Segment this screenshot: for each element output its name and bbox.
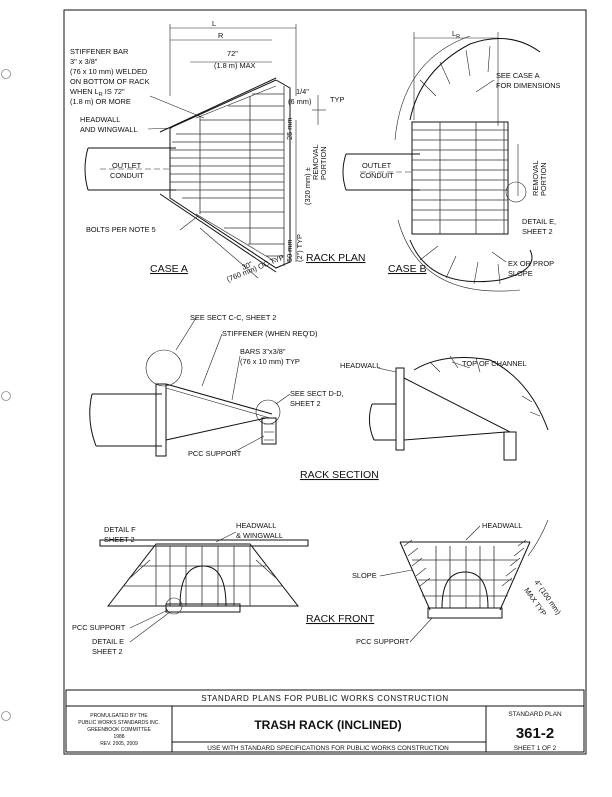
dim-25mm: 25 mm [285, 117, 294, 140]
title-block: STANDARD PLANS FOR PUBLIC WORKS CONSTRUC… [65, 689, 585, 753]
top-of-channel: TOP OF CHANNEL [462, 359, 527, 368]
detail-f-2: SHEET 2 [104, 535, 135, 544]
pcc-support-front-left: PCC SUPPORT [72, 623, 126, 632]
rack-front-title: RACK FRONT [306, 613, 375, 625]
detail-e-b-1: DETAIL E, [522, 217, 556, 226]
stiffener-label-6: (1.8 m) OR MORE [70, 97, 131, 106]
removal-label-b-1: REMOVAL [531, 160, 540, 196]
standard-plan-number: 361-2 [516, 725, 554, 742]
ex-slope-1: EX OR PROP [508, 259, 554, 268]
bars-label-2: (76 x 10 mm) TYP [240, 357, 300, 366]
dim-2in-typ: (2") TYP [295, 234, 304, 262]
dim-l: L [212, 19, 216, 28]
rack-front-view: DETAIL F SHEET 2 HEADWALL & WINGWALL PCC… [72, 519, 563, 656]
rack-section-title: RACK SECTION [300, 469, 379, 481]
dim-30in: 30" [240, 259, 254, 272]
outlet-label-b-1: OUTLET [362, 161, 392, 170]
outlet-label-a-2: CONDUIT [110, 171, 144, 180]
bolts-label: BOLTS PER NOTE 5 [86, 225, 156, 234]
headwall-section: HEADWALL [340, 361, 380, 370]
headwall-front-right: HEADWALL [482, 521, 522, 530]
slope-label: SLOPE [352, 571, 377, 580]
headwall-label-2: AND WINGWALL [80, 125, 138, 134]
stiffener-req-label: STIFFENER (WHEN REQ'D) [222, 329, 317, 338]
binder-hole-bottom [1, 711, 11, 721]
dim-320: (320 mm) ± [303, 167, 312, 205]
sheet-number: SHEET 1 OF 2 [514, 745, 557, 752]
see-case-a-2: FOR DIMENSIONS [496, 81, 561, 90]
case-b-view: LR [342, 29, 561, 292]
headwall-wing-2: & WINGWALL [236, 531, 283, 540]
headwall-label-1: HEADWALL [80, 115, 120, 124]
stiffener-label-4: ON BOTTOM OF RACK [70, 77, 150, 86]
case-a-title: CASE A [150, 263, 188, 275]
pcc-support-section: PCC SUPPORT [188, 449, 242, 458]
drawing-title: TRASH RACK (INCLINED) [254, 718, 401, 732]
outlet-label-b-2: CONDUIT [360, 171, 394, 180]
stiffener-label-1: STIFFENER BAR [70, 47, 128, 56]
see-sect-cc: SEE SECT C-C, SHEET 2 [190, 313, 276, 322]
rack-section-view: SEE SECT C-C, SHEET 2 STIFFENER (WHEN RE… [89, 313, 549, 481]
detail-f-1: DETAIL F [104, 525, 136, 534]
publisher-4: 1988 [113, 734, 124, 740]
dim-72-metric: (1.8 m) MAX [214, 61, 256, 70]
dim-50mm: 50 mm [285, 239, 294, 262]
see-sect-dd-1: SEE SECT D-D, [290, 389, 344, 398]
case-b-dim-l: LR [452, 29, 460, 40]
publisher-3: GREENBOOK COMMITTEE [87, 727, 151, 733]
ex-slope-2: SLOPE [508, 269, 533, 278]
title-block-header: STANDARD PLANS FOR PUBLIC WORKS CONSTRUC… [201, 694, 449, 703]
dim-typ: TYP [330, 95, 344, 104]
dim-quarter-metric: (6 mm) [288, 97, 311, 106]
case-a-view: L R 72" (1.8 m) MAX [70, 19, 344, 284]
removal-label-b-2: PORTION [539, 162, 548, 196]
stiffener-label-5: WHEN LR IS 72" [70, 87, 125, 98]
binder-hole-top [1, 69, 11, 79]
detail-e-front-2: SHEET 2 [92, 647, 123, 656]
removal-label-a-2: PORTION [319, 146, 328, 180]
publisher-1: PROMULGATED BY THE [90, 713, 148, 719]
title-block-footer: USE WITH STANDARD SPECIFICATIONS FOR PUB… [207, 745, 449, 752]
outlet-label-a-1: OUTLET [112, 161, 142, 170]
rack-plan-title: RACK PLAN [306, 252, 366, 264]
publisher-2: PUBLIC WORKS STANDARDS INC. [78, 720, 160, 726]
removal-label-a-1: REMOVAL [311, 144, 320, 180]
detail-e-b-2: SHEET 2 [522, 227, 553, 236]
case-b-title: CASE B [388, 263, 427, 275]
headwall-wing-1: HEADWALL [236, 521, 276, 530]
publisher-5: REV. 2005, 2009 [100, 741, 138, 747]
stiffener-label-2: 3" x 3/8" [70, 57, 98, 66]
detail-e-front-1: DETAIL E [92, 637, 124, 646]
dim-r: R [218, 31, 223, 40]
see-case-a-1: SEE CASE A [496, 71, 540, 80]
stiffener-label-3: (76 x 10 mm) WELDED [70, 67, 147, 76]
sheet-border [63, 9, 587, 755]
dim-72: 72" [227, 49, 238, 58]
bars-label-1: BARS 3"x3/8" [240, 347, 286, 356]
see-sect-dd-2: SHEET 2 [290, 399, 321, 408]
standard-plan-label: STANDARD PLAN [508, 711, 562, 718]
binder-hole-middle [1, 391, 11, 401]
dim-quarter: 1/4" [296, 87, 309, 96]
pcc-support-front-right: PCC SUPPORT [356, 637, 410, 646]
